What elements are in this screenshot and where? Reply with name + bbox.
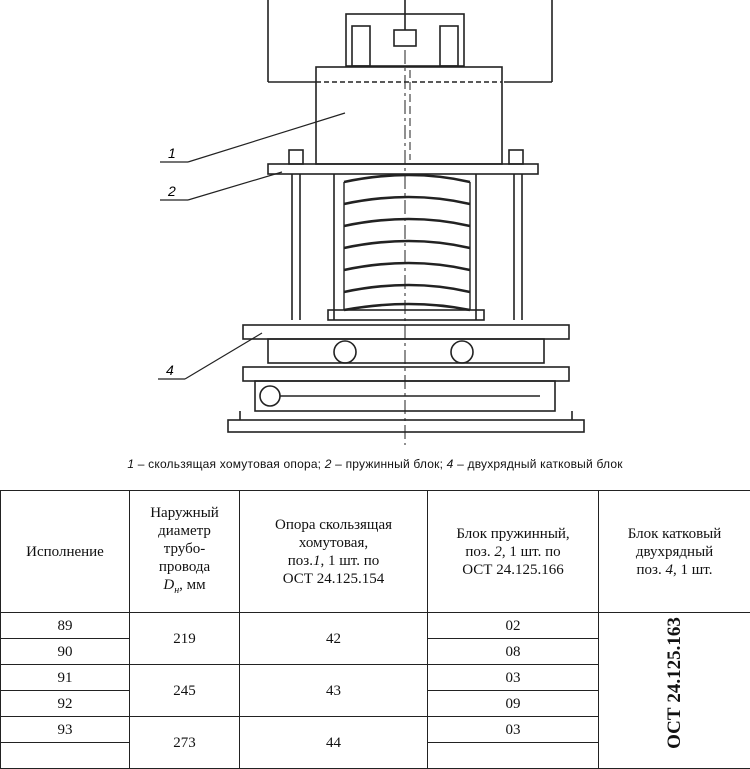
header-opora: Опора скользящая хомутовая, поз.1, 1 шт.… — [240, 491, 428, 613]
cell-ispolnenie: 89 — [1, 613, 130, 639]
cell-katkovy: ОСТ 24.125.163 — [599, 613, 750, 769]
spec-table: Исполнение Наружный диаметр трубо- прово… — [0, 490, 750, 769]
figure-caption: 1 – скользящая хомутовая опора; 2 – пруж… — [0, 457, 750, 471]
cell-blok: 08 — [428, 639, 599, 665]
cell-blok: 03 — [428, 665, 599, 691]
upper-plate — [268, 164, 538, 174]
header-blok-pruzhinny: Блок пружинный, поз. 2, 1 шт. по ОСТ 24.… — [428, 491, 599, 613]
cell-diameter: 219 — [130, 613, 240, 665]
cell-opora: 42 — [240, 613, 428, 665]
header-diameter: Наружный диаметр трубо- провода Dн, мм — [130, 491, 240, 613]
cell-opora: 44 — [240, 717, 428, 769]
cell-diameter: 245 — [130, 665, 240, 717]
callout-4: 4 — [166, 362, 174, 378]
header-blok-katkovy: Блок катковый двухрядный поз. 4, 1 шт. — [599, 491, 750, 613]
lower-plate — [243, 325, 569, 339]
callout-2: 2 — [167, 183, 176, 199]
table-row: 89 219 42 02 ОСТ 24.125.163 — [1, 613, 750, 639]
cell-blok: 03 — [428, 717, 599, 743]
cell-ispolnenie: 92 — [1, 691, 130, 717]
base-plate — [228, 420, 584, 432]
pipe-outline — [268, 0, 552, 82]
callout-1: 1 — [168, 145, 176, 161]
cell-ispolnenie: 93 — [1, 717, 130, 743]
cell-blok: 09 — [428, 691, 599, 717]
cell-ispolnenie: 90 — [1, 639, 130, 665]
table-header-row: Исполнение Наружный диаметр трубо- прово… — [1, 491, 750, 613]
header-ispolnenie: Исполнение — [1, 491, 130, 613]
roller-upper-row — [268, 339, 544, 363]
cell-diameter: 273 — [130, 717, 240, 769]
spring-coil — [344, 175, 470, 310]
cell-blok: 02 — [428, 613, 599, 639]
assembly-drawing: 1 2 4 — [0, 0, 750, 450]
cell-ispolnenie: 91 — [1, 665, 130, 691]
cell-opora: 43 — [240, 665, 428, 717]
